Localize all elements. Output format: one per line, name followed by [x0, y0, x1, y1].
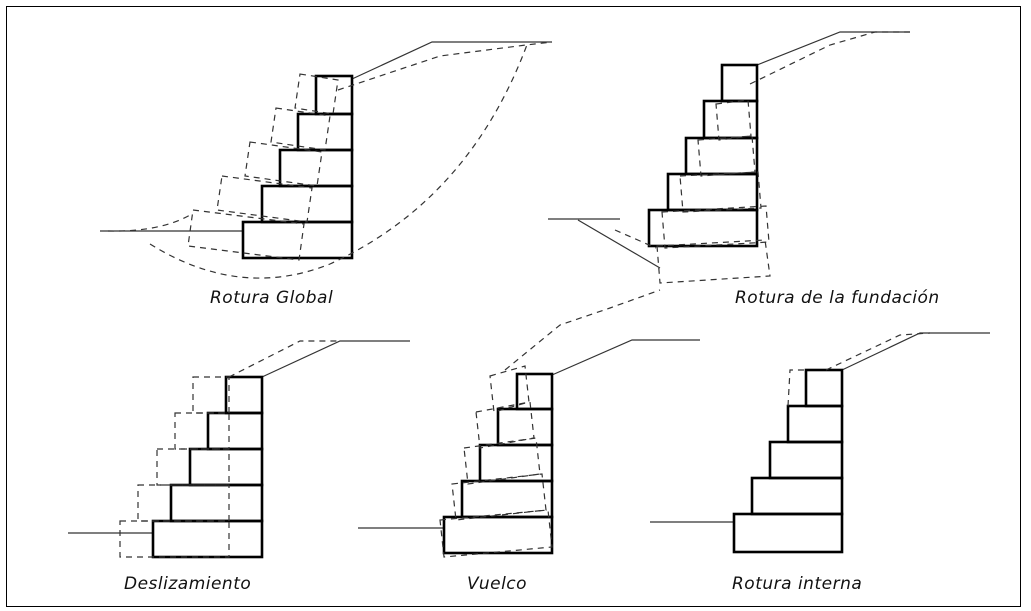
- backfill-surface: [351, 41, 552, 80]
- displaced-block: [475, 401, 535, 449]
- wall-block: [241, 220, 354, 260]
- displaced-block: [656, 239, 771, 284]
- caption-internal-failure: Rotura interna: [732, 574, 863, 594]
- caption-sliding: Deslizamiento: [124, 574, 252, 594]
- wall-block: [515, 372, 554, 411]
- displaced-backfill: [504, 289, 661, 371]
- wall-block: [786, 404, 844, 444]
- wall-block: [188, 447, 264, 487]
- backfill-surface: [261, 340, 410, 378]
- displaced-block: [137, 484, 230, 522]
- wall-block: [169, 483, 264, 523]
- wall-block: [460, 479, 554, 519]
- panel-sliding: [68, 340, 410, 559]
- wall-block: [151, 519, 264, 559]
- wall-block: [224, 375, 264, 415]
- panel-foundation-failure: [548, 31, 910, 284]
- wall-block: [804, 368, 844, 408]
- panel-overturning: [358, 289, 700, 558]
- backfill-surface: [841, 332, 990, 371]
- displaced-backfill: [825, 332, 931, 371]
- wall-block: [684, 136, 759, 176]
- displaced-block: [787, 369, 806, 407]
- wall-block: [750, 476, 844, 516]
- displaced-block: [187, 209, 305, 261]
- wall-block: [314, 74, 354, 116]
- caption-foundation-failure: Rotura de la fundación: [735, 288, 940, 308]
- caption-global-failure: Rotura Global: [210, 288, 334, 308]
- displaced-block: [679, 171, 762, 213]
- wall-block: [647, 208, 759, 248]
- foundation-wedge: [577, 219, 661, 269]
- displaced-block: [463, 437, 541, 485]
- displaced-block: [439, 509, 553, 558]
- wall-block: [260, 184, 354, 224]
- wall-block: [206, 411, 264, 451]
- displaced-block: [119, 520, 230, 558]
- displaced-block: [661, 205, 770, 249]
- displaced-block: [697, 135, 756, 177]
- displaced-block: [715, 99, 752, 141]
- displaced-toe: [614, 229, 657, 249]
- figure-frame: [6, 6, 1021, 607]
- displaced-backfill: [749, 31, 910, 85]
- displaced-block: [174, 412, 230, 450]
- wall-block: [296, 112, 354, 152]
- displaced-backfill: [228, 340, 340, 378]
- panel-internal-failure: [650, 332, 990, 554]
- displaced-block: [192, 376, 230, 414]
- displaced-block: [294, 73, 339, 115]
- wall-block: [442, 515, 554, 555]
- displaced-backfill: [337, 41, 553, 91]
- displaced-block: [489, 365, 530, 413]
- caption-overturning: Vuelco: [467, 574, 528, 594]
- wall-block: [478, 443, 554, 483]
- displaced-block: [216, 175, 313, 223]
- panel-global-failure: [100, 41, 553, 279]
- wall-block: [278, 148, 354, 188]
- backfill-surface: [756, 31, 910, 66]
- displaced-block: [270, 107, 331, 151]
- wall-block: [768, 440, 844, 480]
- backfill-surface: [551, 339, 700, 376]
- slip-circle: [107, 41, 529, 279]
- displaced-block: [244, 141, 323, 187]
- displaced-block: [156, 448, 230, 486]
- wall-block: [732, 512, 844, 554]
